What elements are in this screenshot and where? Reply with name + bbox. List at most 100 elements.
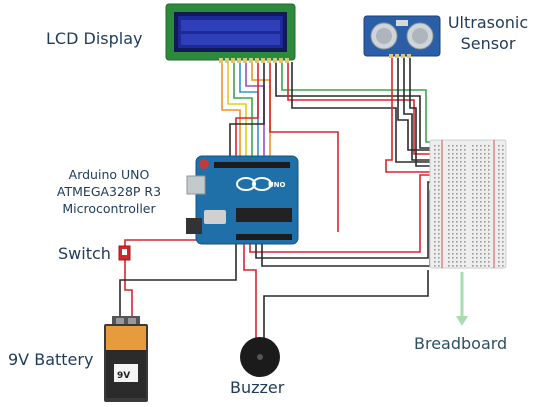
breadboard-hole xyxy=(476,197,478,199)
breadboard-hole xyxy=(498,209,500,211)
breadboard-hole xyxy=(434,261,436,263)
breadboard-hole xyxy=(448,265,450,267)
breadboard-hole xyxy=(476,209,478,211)
breadboard-hole xyxy=(480,149,482,151)
breadboard-hole xyxy=(452,209,454,211)
breadboard-hole xyxy=(476,229,478,231)
breadboard-hole xyxy=(448,189,450,191)
breadboard-hole xyxy=(480,237,482,239)
breadboard-hole xyxy=(434,157,436,159)
breadboard-hole xyxy=(464,145,466,147)
breadboard-hole xyxy=(456,257,458,259)
breadboard-hole xyxy=(498,205,500,207)
breadboard-hole xyxy=(472,157,474,159)
wire-arduino-red xyxy=(249,174,432,253)
breadboard-hole xyxy=(438,189,440,191)
breadboard-hole xyxy=(448,185,450,187)
breadboard-hole xyxy=(438,193,440,195)
breadboard-hole xyxy=(476,153,478,155)
breadboard-hole xyxy=(480,253,482,255)
breadboard-hole xyxy=(448,237,450,239)
breadboard-hole xyxy=(452,161,454,163)
breadboard-hole xyxy=(434,149,436,151)
breadboard-hole xyxy=(488,197,490,199)
breadboard-hole xyxy=(448,153,450,155)
breadboard-hole xyxy=(434,145,436,147)
breadboard-hole xyxy=(464,209,466,211)
breadboard-hole xyxy=(484,205,486,207)
breadboard-hole xyxy=(448,209,450,211)
breadboard-hole xyxy=(480,245,482,247)
breadboard-hole xyxy=(488,213,490,215)
breadboard-hole xyxy=(476,201,478,203)
breadboard-hole xyxy=(498,217,500,219)
breadboard-hole xyxy=(502,213,504,215)
breadboard-hole xyxy=(488,245,490,247)
breadboard-hole xyxy=(484,185,486,187)
breadboard-hole xyxy=(484,249,486,251)
breadboard-hole xyxy=(464,221,466,223)
breadboard-hole xyxy=(498,165,500,167)
breadboard-hole xyxy=(476,221,478,223)
wire-switch-to-arduino xyxy=(124,232,201,250)
breadboard-hole xyxy=(502,189,504,191)
breadboard-hole xyxy=(448,253,450,255)
breadboard-hole xyxy=(452,217,454,219)
breadboard-hole xyxy=(476,205,478,207)
arduino-label-line-3: Microcontroller xyxy=(62,201,156,216)
breadboard-hole xyxy=(456,173,458,175)
breadboard-hole xyxy=(476,225,478,227)
breadboard-hole xyxy=(476,261,478,263)
breadboard-hole xyxy=(434,233,436,235)
breadboard-hole xyxy=(476,145,478,147)
breadboard-hole xyxy=(472,197,474,199)
breadboard-hole xyxy=(438,153,440,155)
breadboard-hole xyxy=(484,193,486,195)
breadboard-hole xyxy=(438,233,440,235)
breadboard-hole xyxy=(456,197,458,199)
breadboard-hole xyxy=(448,213,450,215)
breadboard-hole xyxy=(452,233,454,235)
breadboard-hole xyxy=(464,197,466,199)
breadboard-hole xyxy=(484,177,486,179)
breadboard-hole xyxy=(472,253,474,255)
breadboard-hole xyxy=(460,145,462,147)
breadboard-hole xyxy=(472,265,474,267)
breadboard-hole xyxy=(484,209,486,211)
breadboard-hole xyxy=(502,145,504,147)
switch-label: Switch xyxy=(58,244,111,263)
breadboard-hole xyxy=(438,261,440,263)
breadboard-hole xyxy=(502,257,504,259)
breadboard-hole xyxy=(476,157,478,159)
breadboard-hole xyxy=(464,181,466,183)
breadboard-hole xyxy=(484,153,486,155)
breadboard-hole xyxy=(460,185,462,187)
breadboard-hole xyxy=(498,169,500,171)
breadboard-hole xyxy=(472,161,474,163)
breadboard-hole xyxy=(480,161,482,163)
breadboard-hole xyxy=(480,221,482,223)
wire-sensor-red xyxy=(385,55,432,173)
breadboard-hole xyxy=(460,173,462,175)
breadboard-hole xyxy=(448,165,450,167)
breadboard-hole xyxy=(472,257,474,259)
breadboard-hole xyxy=(438,257,440,259)
breadboard-hole xyxy=(452,153,454,155)
breadboard-hole xyxy=(488,177,490,179)
breadboard-hole xyxy=(480,205,482,207)
breadboard-hole xyxy=(434,189,436,191)
breadboard-hole xyxy=(460,161,462,163)
breadboard-hole xyxy=(472,177,474,179)
breadboard-hole xyxy=(472,213,474,215)
breadboard-hole xyxy=(480,177,482,179)
breadboard-hole xyxy=(498,177,500,179)
breadboard-hole xyxy=(502,265,504,267)
breadboard-hole xyxy=(464,225,466,227)
breadboard-hole xyxy=(434,193,436,195)
breadboard-hole xyxy=(448,193,450,195)
breadboard-hole xyxy=(472,229,474,231)
breadboard-hole xyxy=(464,177,466,179)
breadboard-hole xyxy=(464,205,466,207)
breadboard-hole xyxy=(438,165,440,167)
breadboard-hole xyxy=(464,261,466,263)
